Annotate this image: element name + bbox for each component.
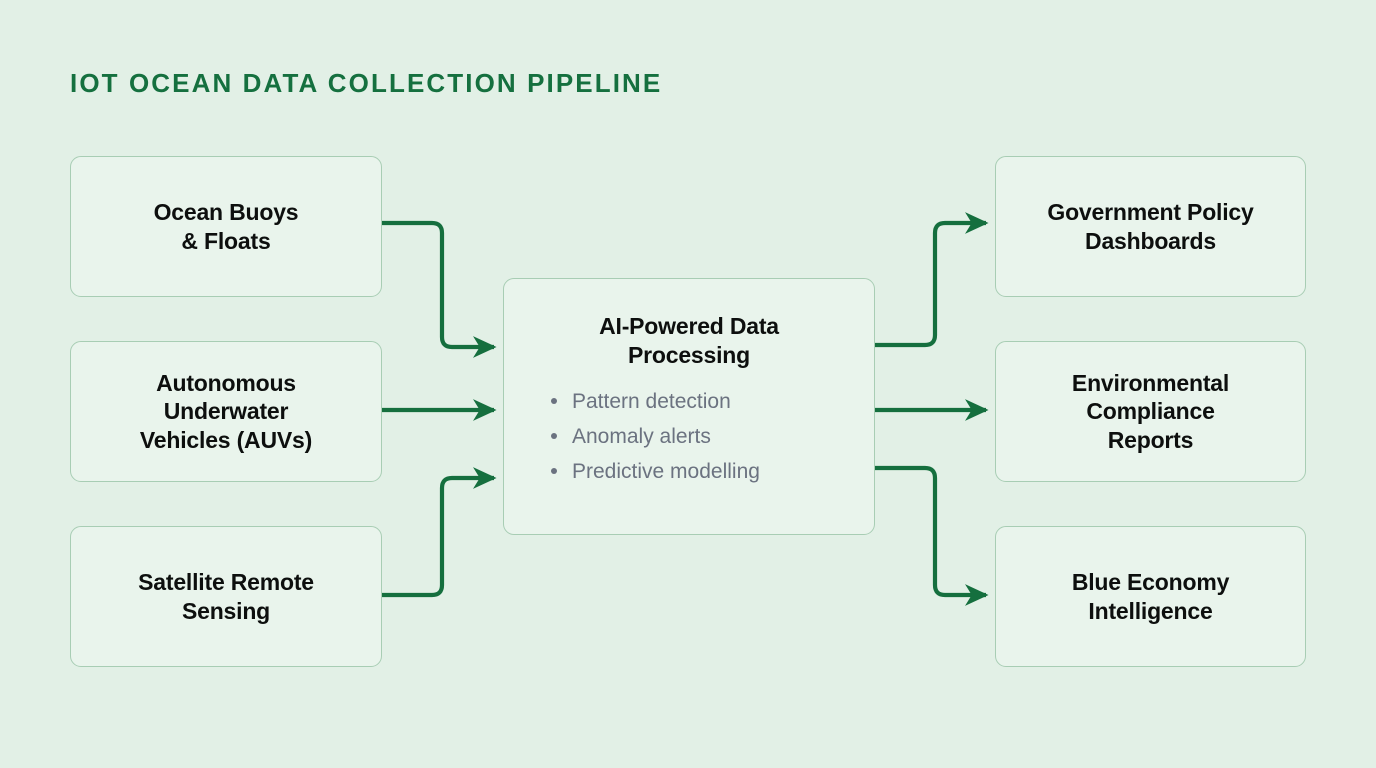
node-compliance-line1: Environmental [1071,370,1230,397]
connector-processing-to-gov-dashboards [875,212,989,348]
connector-processing-to-blue-economy [875,465,989,606]
node-satellite-label: Satellite Remote Sensing [126,568,326,624]
node-ai-powered-data-processing[interactable]: AI-Powered Data Processing Pattern detec… [503,278,875,535]
node-satellite-line1: Satellite Remote [138,569,314,596]
node-gov-dashboards-label: Government Policy Dashboards [1035,198,1265,254]
node-compliance-line3: Reports [1107,426,1194,453]
list-item: Pattern detection [549,385,760,420]
node-auv-line2: Underwater [163,398,289,425]
node-ocean-buoys-line2: & Floats [181,227,271,254]
node-processing-line1: AI-Powered Data [599,313,779,339]
node-blue-economy-line2: Intelligence [1088,597,1213,624]
node-auv-label: Autonomous Underwater Vehicles (AUVs) [128,369,324,453]
node-ocean-buoys-label: Ocean Buoys & Floats [142,198,311,254]
node-gov-dashboards-line1: Government Policy [1047,199,1254,226]
node-gov-dashboards-line2: Dashboards [1085,227,1216,254]
node-ocean-buoys[interactable]: Ocean Buoys & Floats [70,156,382,297]
node-processing-label: AI-Powered Data Processing [587,312,791,371]
connector-satellite-to-processing [382,467,497,598]
node-processing-line2: Processing [627,342,750,369]
connector-ocean-buoys-to-processing [382,220,497,358]
list-item: Anomaly alerts [549,420,760,455]
node-environmental-compliance-reports[interactable]: Environmental Compliance Reports [995,341,1306,482]
processing-capability-list: Pattern detection Anomaly alerts Predict… [549,385,760,490]
node-blue-economy-line1: Blue Economy [1071,569,1230,596]
node-auv-line1: Autonomous [156,370,296,397]
page-title: IoT Ocean Data Collection Pipeline [70,68,663,98]
node-ocean-buoys-line1: Ocean Buoys [153,199,299,226]
node-satellite-remote-sensing[interactable]: Satellite Remote Sensing [70,526,382,667]
node-compliance-label: Environmental Compliance Reports [1060,369,1241,453]
node-satellite-line2: Sensing [181,597,271,624]
list-item: Predictive modelling [549,455,760,490]
node-blue-economy-intelligence[interactable]: Blue Economy Intelligence [995,526,1306,667]
node-government-policy-dashboards[interactable]: Government Policy Dashboards [995,156,1306,297]
node-autonomous-underwater-vehicles[interactable]: Autonomous Underwater Vehicles (AUVs) [70,341,382,482]
node-blue-economy-label: Blue Economy Intelligence [1060,568,1241,624]
node-auv-line3: Vehicles (AUVs) [139,426,313,453]
node-compliance-line2: Compliance [1086,398,1215,425]
